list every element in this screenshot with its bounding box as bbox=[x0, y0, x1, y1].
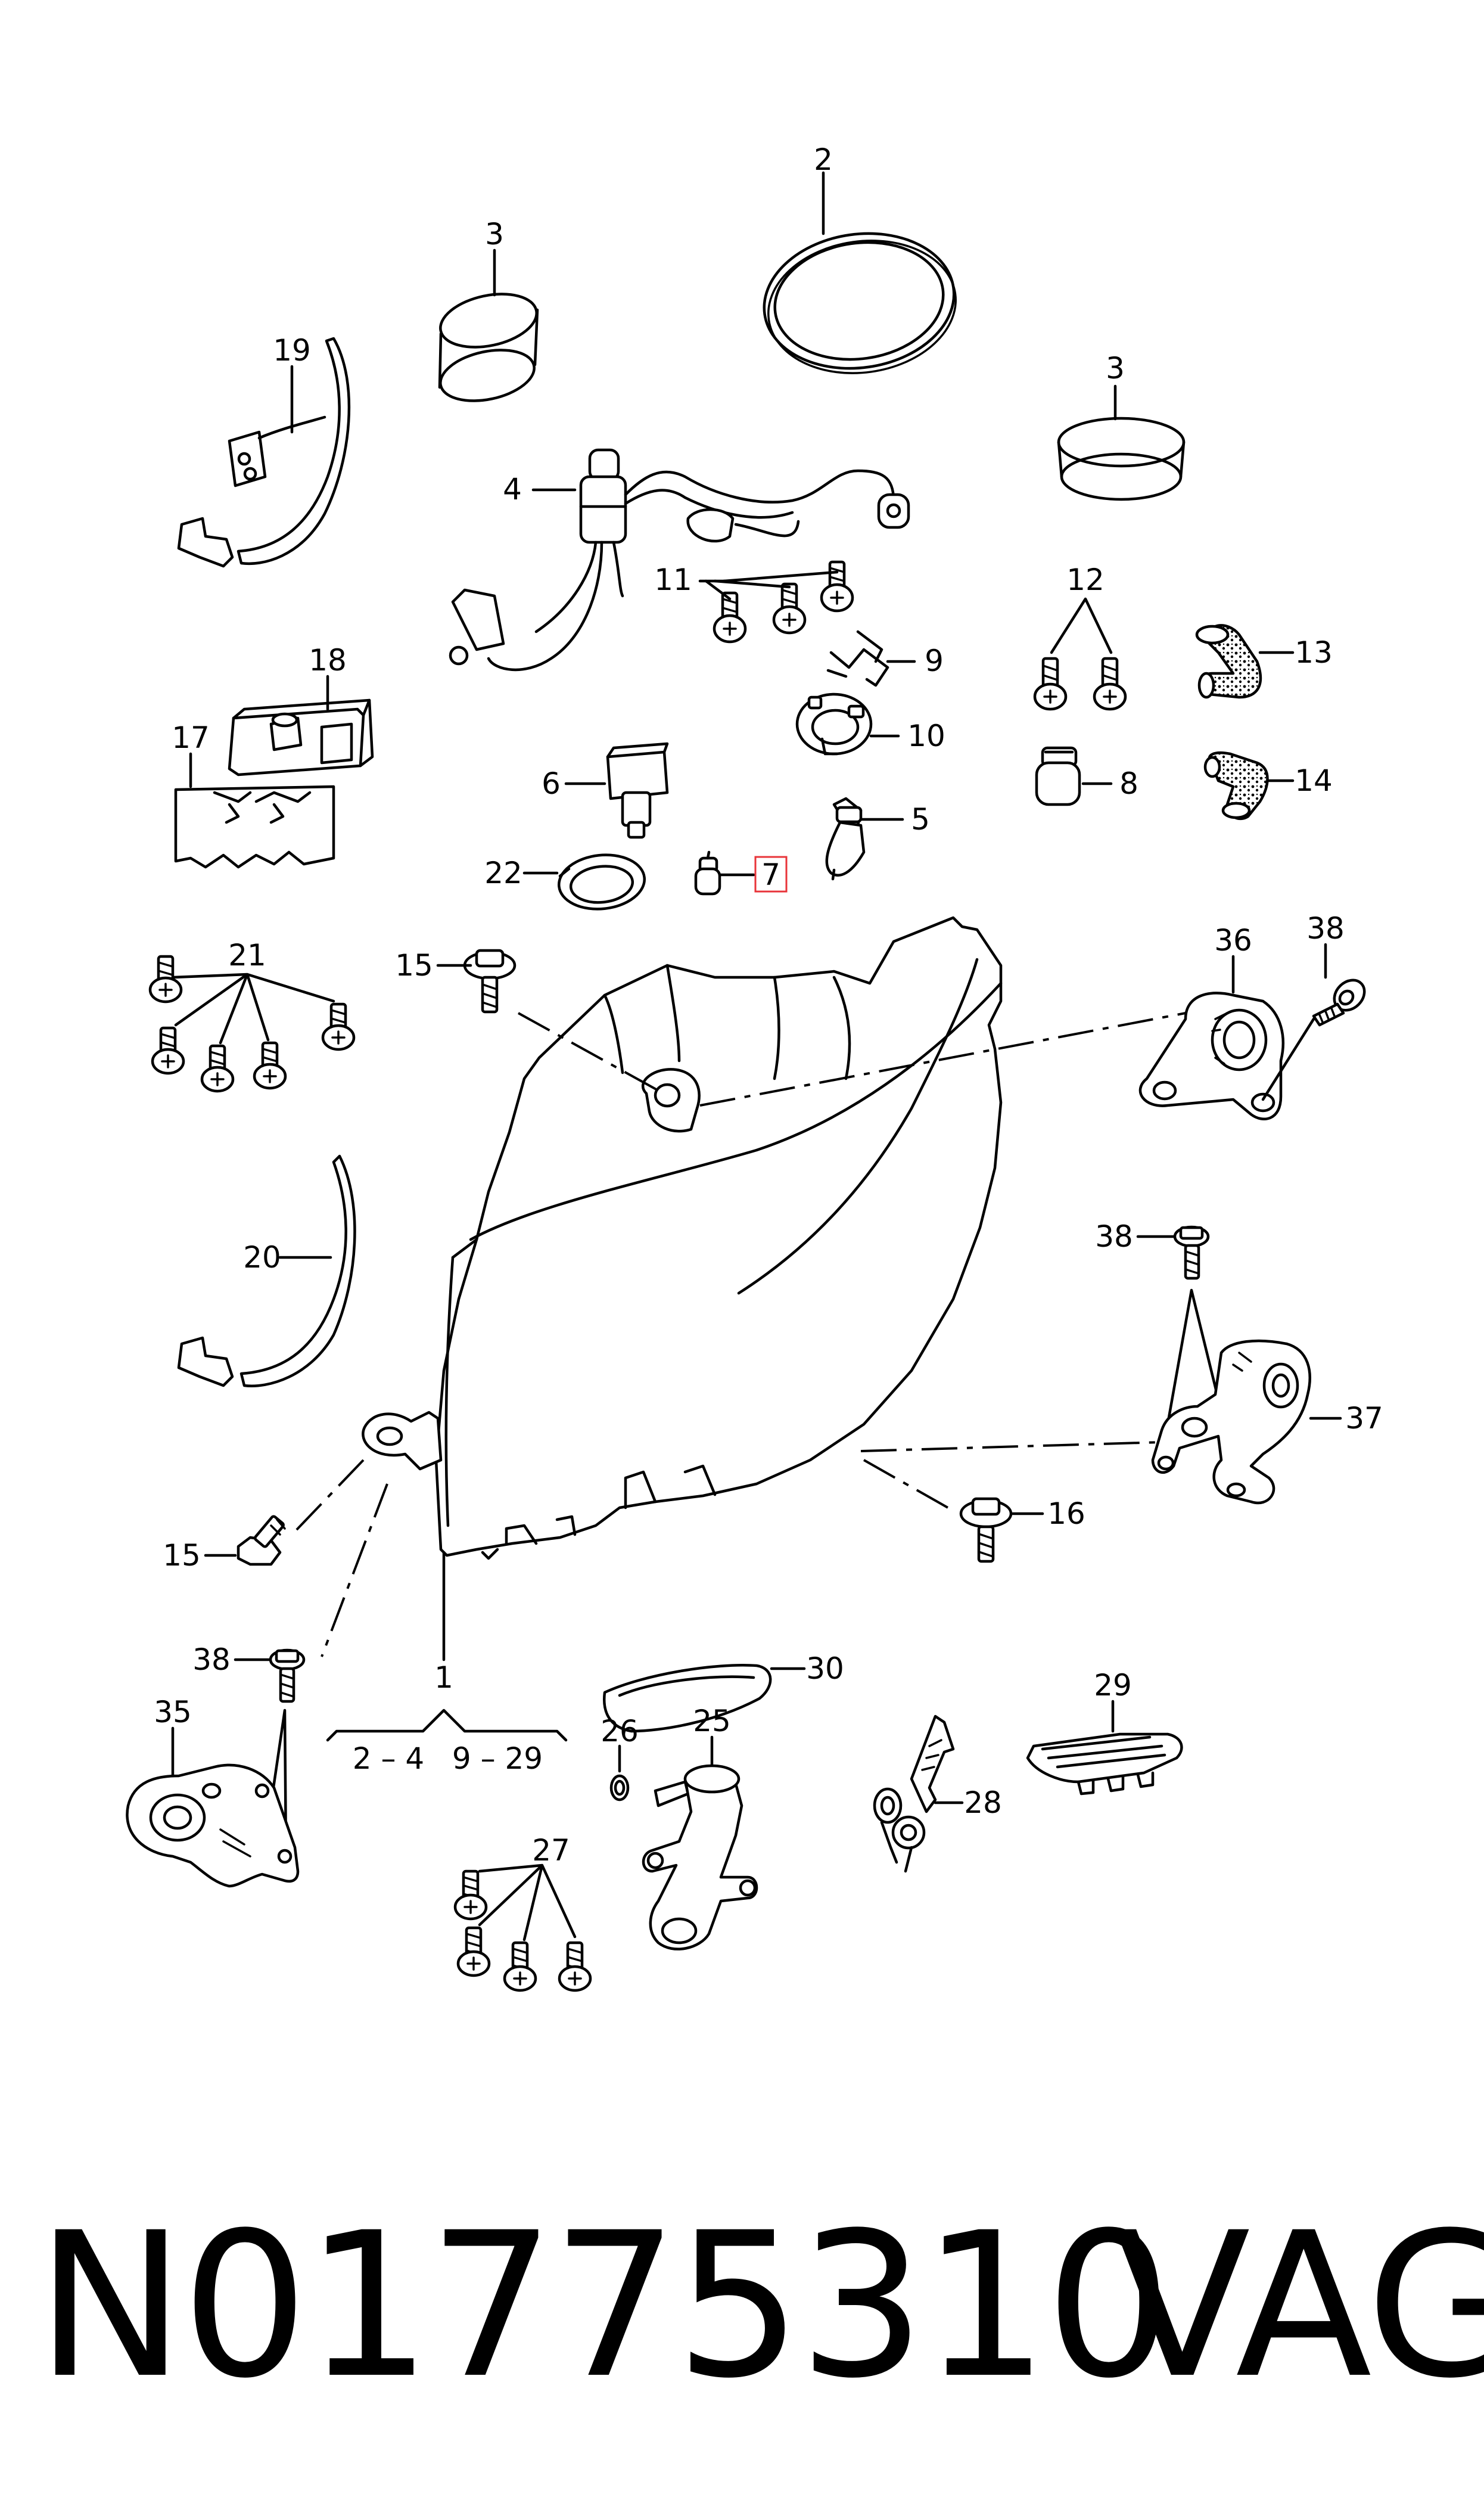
footer-caption: N01775310 VAG bbox=[0, 2181, 1484, 2431]
label-17: 17 bbox=[172, 720, 210, 755]
screw-set-11-part[interactable] bbox=[713, 560, 854, 644]
label-21: 21 bbox=[228, 938, 266, 973]
brand-name: VAG bbox=[1114, 2190, 1484, 2422]
headlight-housing-part[interactable] bbox=[362, 916, 1003, 1560]
label-20: 20 bbox=[243, 1240, 281, 1275]
cover-grille-29-part[interactable] bbox=[1026, 1732, 1183, 1796]
screw-15-bottom-part[interactable] bbox=[237, 1515, 286, 1566]
screw-set-12-part[interactable] bbox=[1033, 657, 1127, 711]
screw-set-21-part[interactable] bbox=[148, 955, 356, 1093]
small-bulb-7-part[interactable] bbox=[694, 850, 721, 896]
control-unit-18-part[interactable] bbox=[228, 698, 374, 776]
label-18: 18 bbox=[309, 643, 347, 678]
label-2: 2 bbox=[814, 142, 833, 177]
cover-cap-30-part[interactable] bbox=[602, 1663, 772, 1733]
screw-set-27-part[interactable] bbox=[453, 1869, 592, 1992]
label-range-9-29: 9 – 29 bbox=[452, 1741, 543, 1776]
bracket-plate-17-part[interactable] bbox=[174, 785, 335, 869]
label-11: 11 bbox=[654, 563, 692, 597]
label-6: 6 bbox=[542, 766, 561, 801]
label-12: 12 bbox=[1066, 563, 1105, 597]
label-26: 26 bbox=[601, 1714, 639, 1748]
label-3-right: 3 bbox=[1106, 351, 1125, 386]
label-38-left: 38 bbox=[192, 1642, 231, 1677]
washer-nozzle-25-part[interactable] bbox=[642, 1764, 758, 1950]
label-25: 25 bbox=[693, 1704, 731, 1738]
lower-trim-strip-part[interactable] bbox=[177, 1154, 356, 1387]
screw-38-right-mid-part[interactable] bbox=[1173, 1225, 1210, 1280]
label-14: 14 bbox=[1295, 763, 1333, 798]
label-1: 1 bbox=[434, 1660, 453, 1695]
label-28: 28 bbox=[964, 1785, 1002, 1820]
screw-15-top-part[interactable] bbox=[463, 949, 517, 1014]
label-15-top: 15 bbox=[395, 948, 433, 983]
small-bulb-8-part[interactable] bbox=[1035, 746, 1081, 806]
label-30: 30 bbox=[806, 1651, 844, 1686]
label-10: 10 bbox=[907, 719, 945, 753]
label-5: 5 bbox=[911, 802, 930, 837]
part-number: N01775310 bbox=[36, 2190, 1172, 2422]
label-15-bottom: 15 bbox=[163, 1538, 201, 1573]
label-8: 8 bbox=[1119, 766, 1138, 801]
mount-bracket-35-part[interactable] bbox=[126, 1763, 300, 1888]
gasket-ring-part[interactable] bbox=[755, 222, 965, 385]
label-36: 36 bbox=[1214, 923, 1252, 958]
label-29: 29 bbox=[1094, 1668, 1132, 1703]
bulb-socket-part[interactable] bbox=[795, 692, 873, 756]
hose-elbow-14-part[interactable] bbox=[1203, 751, 1269, 821]
label-35: 35 bbox=[154, 1695, 192, 1729]
label-9: 9 bbox=[925, 644, 944, 678]
label-4: 4 bbox=[503, 472, 522, 507]
label-37: 37 bbox=[1345, 1401, 1383, 1436]
label-38-right-mid: 38 bbox=[1095, 1219, 1133, 1254]
o-ring-26-part[interactable] bbox=[609, 1774, 630, 1801]
cap-ring-part[interactable] bbox=[435, 286, 542, 409]
spring-clip-part[interactable] bbox=[826, 630, 889, 687]
bulb-5-part[interactable] bbox=[825, 797, 866, 881]
mount-bracket-37-part[interactable] bbox=[1151, 1339, 1311, 1505]
label-7: 7 bbox=[761, 858, 780, 892]
label-22: 22 bbox=[484, 856, 522, 890]
screw-38-right-top-part[interactable] bbox=[1312, 974, 1370, 1027]
label-13: 13 bbox=[1295, 635, 1333, 670]
callout-labels: 2 3 3 19 4 11 12 9 13 18 17 10 6 8 14 5 … bbox=[154, 142, 1383, 1868]
nozzle-bracket-28-part[interactable] bbox=[873, 1714, 955, 1873]
cap-ring-part-right[interactable] bbox=[1057, 417, 1186, 501]
bulb-harness-part[interactable] bbox=[449, 448, 910, 672]
label-7-highlight[interactable]: 7 bbox=[754, 856, 788, 893]
label-27: 27 bbox=[532, 1833, 570, 1868]
upper-trim-strip-part[interactable] bbox=[177, 337, 351, 568]
hose-elbow-13-part[interactable] bbox=[1195, 624, 1262, 699]
gasket-ring-22-part[interactable] bbox=[556, 851, 648, 914]
label-38-right-top: 38 bbox=[1306, 911, 1345, 946]
label-16: 16 bbox=[1047, 1496, 1085, 1531]
mount-bracket-36-part[interactable] bbox=[1138, 992, 1284, 1120]
label-range-2-4: 2 – 4 bbox=[353, 1741, 424, 1776]
screw-38-left-part[interactable] bbox=[269, 1648, 306, 1703]
screw-16-part[interactable] bbox=[959, 1497, 1013, 1563]
component-6-part[interactable] bbox=[606, 742, 669, 839]
label-3-top: 3 bbox=[485, 217, 504, 251]
label-19: 19 bbox=[273, 333, 311, 368]
